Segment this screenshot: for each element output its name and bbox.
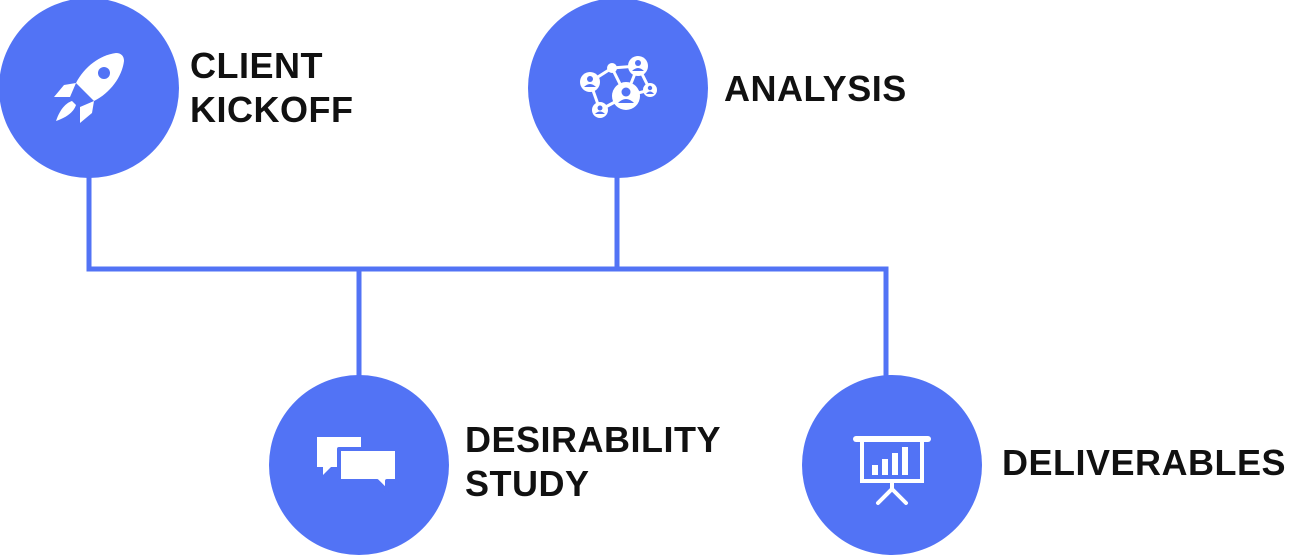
step-node-desirability-study [269, 375, 449, 555]
step-label-line: STUDY [465, 463, 590, 504]
presentation-chart-icon [853, 436, 931, 505]
step-label-deliverables: DELIVERABLES [1002, 441, 1286, 485]
step-label-client-kickoff: CLIENT KICKOFF [190, 44, 353, 132]
step-label-desirability-study: DESIRABILITY STUDY [465, 418, 721, 506]
step-label-line: ANALYSIS [724, 68, 907, 109]
rocket-icon [54, 53, 124, 123]
step-node-analysis [528, 0, 708, 178]
chat-bubbles-icon [317, 437, 399, 493]
step-node-deliverables [802, 375, 982, 555]
step-node-client-kickoff [0, 0, 179, 178]
step-label-line: DELIVERABLES [1002, 442, 1287, 483]
step-label-line: CLIENT [190, 45, 323, 86]
step-label-line: DESIRABILITY [465, 419, 722, 460]
step-label-analysis: ANALYSIS [724, 67, 907, 111]
step-label-line: KICKOFF [190, 89, 354, 130]
network-people-icon [580, 56, 657, 118]
